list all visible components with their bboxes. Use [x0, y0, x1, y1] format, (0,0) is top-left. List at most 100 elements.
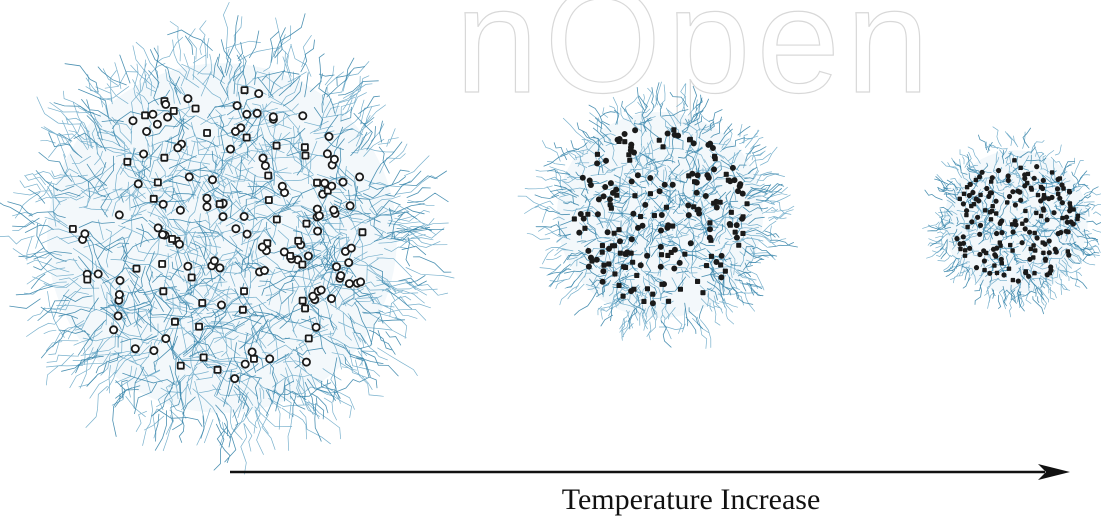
particle	[1057, 195, 1063, 201]
particle	[1067, 201, 1073, 206]
particle	[1051, 210, 1057, 216]
particles	[571, 127, 750, 307]
particle	[709, 145, 716, 151]
particle	[975, 214, 981, 220]
particle	[1042, 241, 1048, 247]
particle	[1041, 250, 1046, 255]
particle	[628, 178, 635, 185]
particle	[577, 211, 584, 217]
particle	[571, 216, 577, 222]
particle	[971, 202, 977, 207]
particle	[158, 230, 168, 240]
particle	[254, 89, 264, 99]
particle	[722, 268, 728, 274]
particle	[601, 262, 607, 268]
particle	[344, 258, 354, 268]
particle	[114, 289, 124, 299]
particle	[989, 175, 995, 181]
particle	[1020, 221, 1025, 226]
particle	[68, 224, 77, 233]
particle	[599, 243, 605, 249]
particle	[198, 298, 207, 307]
particle	[316, 285, 326, 295]
particle	[123, 157, 132, 166]
particle	[627, 157, 633, 163]
particle	[677, 286, 683, 292]
particle	[585, 247, 592, 254]
particle	[93, 269, 103, 279]
particle	[693, 179, 700, 186]
particle	[1017, 189, 1023, 195]
particle	[247, 347, 257, 357]
particle	[967, 181, 973, 187]
particle	[728, 209, 734, 215]
particle	[1006, 266, 1012, 271]
particle	[708, 253, 714, 259]
particle	[644, 252, 651, 259]
particle	[984, 185, 990, 192]
particle	[225, 144, 235, 154]
particle	[298, 260, 307, 269]
particle	[258, 153, 268, 163]
particle	[585, 263, 592, 270]
particle	[589, 258, 595, 264]
particle	[249, 354, 258, 363]
particle	[711, 166, 717, 173]
particle	[656, 137, 662, 143]
particle	[158, 199, 168, 209]
particle	[1042, 256, 1049, 262]
particle	[331, 262, 341, 272]
particle	[302, 219, 311, 228]
particle	[977, 174, 983, 180]
particle	[218, 212, 228, 222]
particle	[304, 334, 313, 343]
particle	[693, 189, 700, 196]
particle	[606, 245, 612, 252]
particle	[298, 296, 307, 305]
particle	[964, 185, 970, 190]
watermark: nOpen	[454, 0, 935, 125]
particle	[723, 171, 729, 177]
particles	[68, 86, 367, 384]
temperature-arrow	[230, 464, 1070, 480]
particle	[202, 202, 212, 212]
particle	[603, 157, 609, 164]
particle	[195, 322, 203, 331]
particle	[128, 116, 138, 126]
particle	[83, 275, 92, 284]
particle	[606, 261, 612, 267]
particle	[659, 252, 665, 258]
particle	[630, 259, 636, 265]
watermark-text: nOpen	[455, 0, 935, 124]
particle	[626, 152, 632, 158]
particle	[990, 246, 997, 252]
particle	[239, 211, 249, 221]
particle	[957, 196, 962, 201]
particle	[700, 290, 706, 296]
particle	[184, 172, 194, 182]
particle	[665, 252, 671, 258]
particle	[973, 265, 980, 271]
particle	[356, 277, 366, 287]
particle	[176, 361, 185, 370]
particle	[576, 229, 583, 236]
particle	[707, 220, 713, 226]
particle	[1066, 252, 1072, 258]
particle	[109, 325, 119, 335]
particle	[988, 217, 994, 222]
particle	[608, 205, 614, 211]
particle	[650, 291, 656, 297]
particle	[676, 259, 683, 266]
particle	[1040, 206, 1046, 212]
particle	[647, 175, 654, 181]
particle	[1063, 228, 1069, 234]
particle	[967, 245, 973, 251]
particle	[1033, 248, 1038, 253]
particle	[301, 357, 311, 367]
particle	[989, 179, 994, 184]
particle	[651, 213, 657, 219]
particle	[1001, 272, 1007, 278]
particle	[617, 250, 623, 256]
particle	[355, 172, 365, 182]
particle	[260, 161, 270, 171]
